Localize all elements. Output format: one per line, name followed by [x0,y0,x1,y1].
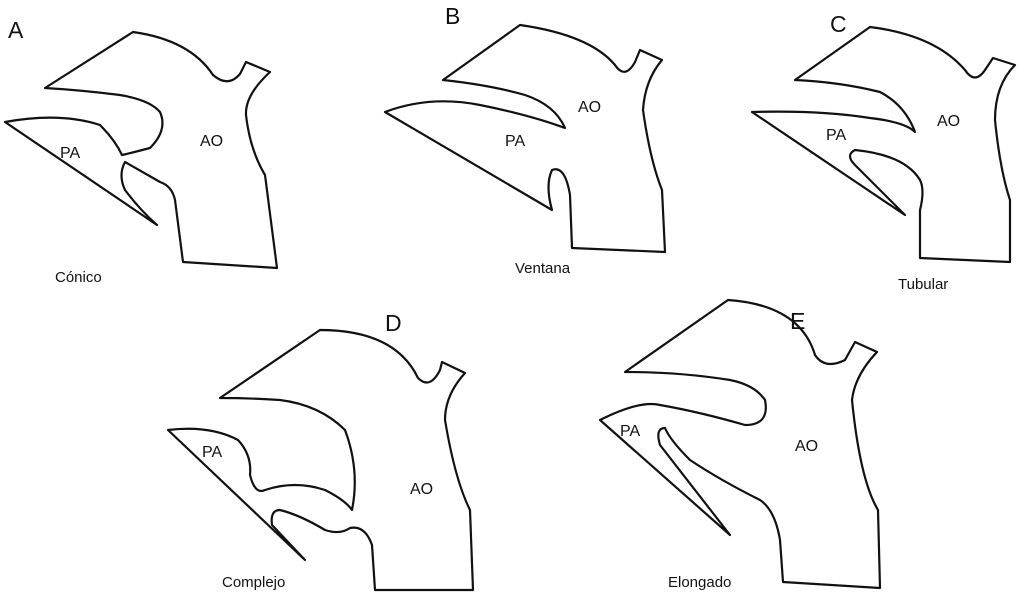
panel-c-pa-label: PA [826,127,846,144]
panel-b-letter: B [445,3,460,29]
panel-b-ao-label: AO [578,99,601,116]
panel-a-caption: Cónico [55,269,102,286]
panel-d-letter: D [385,310,402,336]
panel-d-pa-label: PA [202,444,222,461]
panel-c-letter: C [830,11,847,37]
panel-b-outline [383,23,667,254]
panel-e-letter: E [790,308,805,334]
panel-d-outline [166,328,475,592]
panel-a-ao-label: AO [200,133,223,150]
panel-e-caption: Elongado [668,574,731,591]
panel-e-outline [598,298,882,590]
panel-c: C PA AO Tubular [750,11,1017,293]
panel-c-outline [750,25,1017,264]
panel-e: E PA AO Elongado [598,298,882,591]
panel-a: A PA AO Cónico [3,17,279,286]
panel-d-ao-label: AO [410,481,433,498]
panel-e-pa-label: PA [620,423,640,440]
panel-b: B PA AO Ventana [383,3,667,277]
panel-c-caption: Tubular [898,276,948,293]
panel-b-pa-label: PA [505,133,525,150]
panel-d-caption: Complejo [222,574,285,591]
panel-a-outline [3,30,279,270]
panel-a-pa-label: PA [60,145,80,162]
panel-b-caption: Ventana [515,260,571,277]
panel-e-ao-label: AO [795,438,818,455]
panel-c-ao-label: AO [937,113,960,130]
panel-d: D PA AO Complejo [166,310,475,592]
panel-a-letter: A [8,17,24,43]
